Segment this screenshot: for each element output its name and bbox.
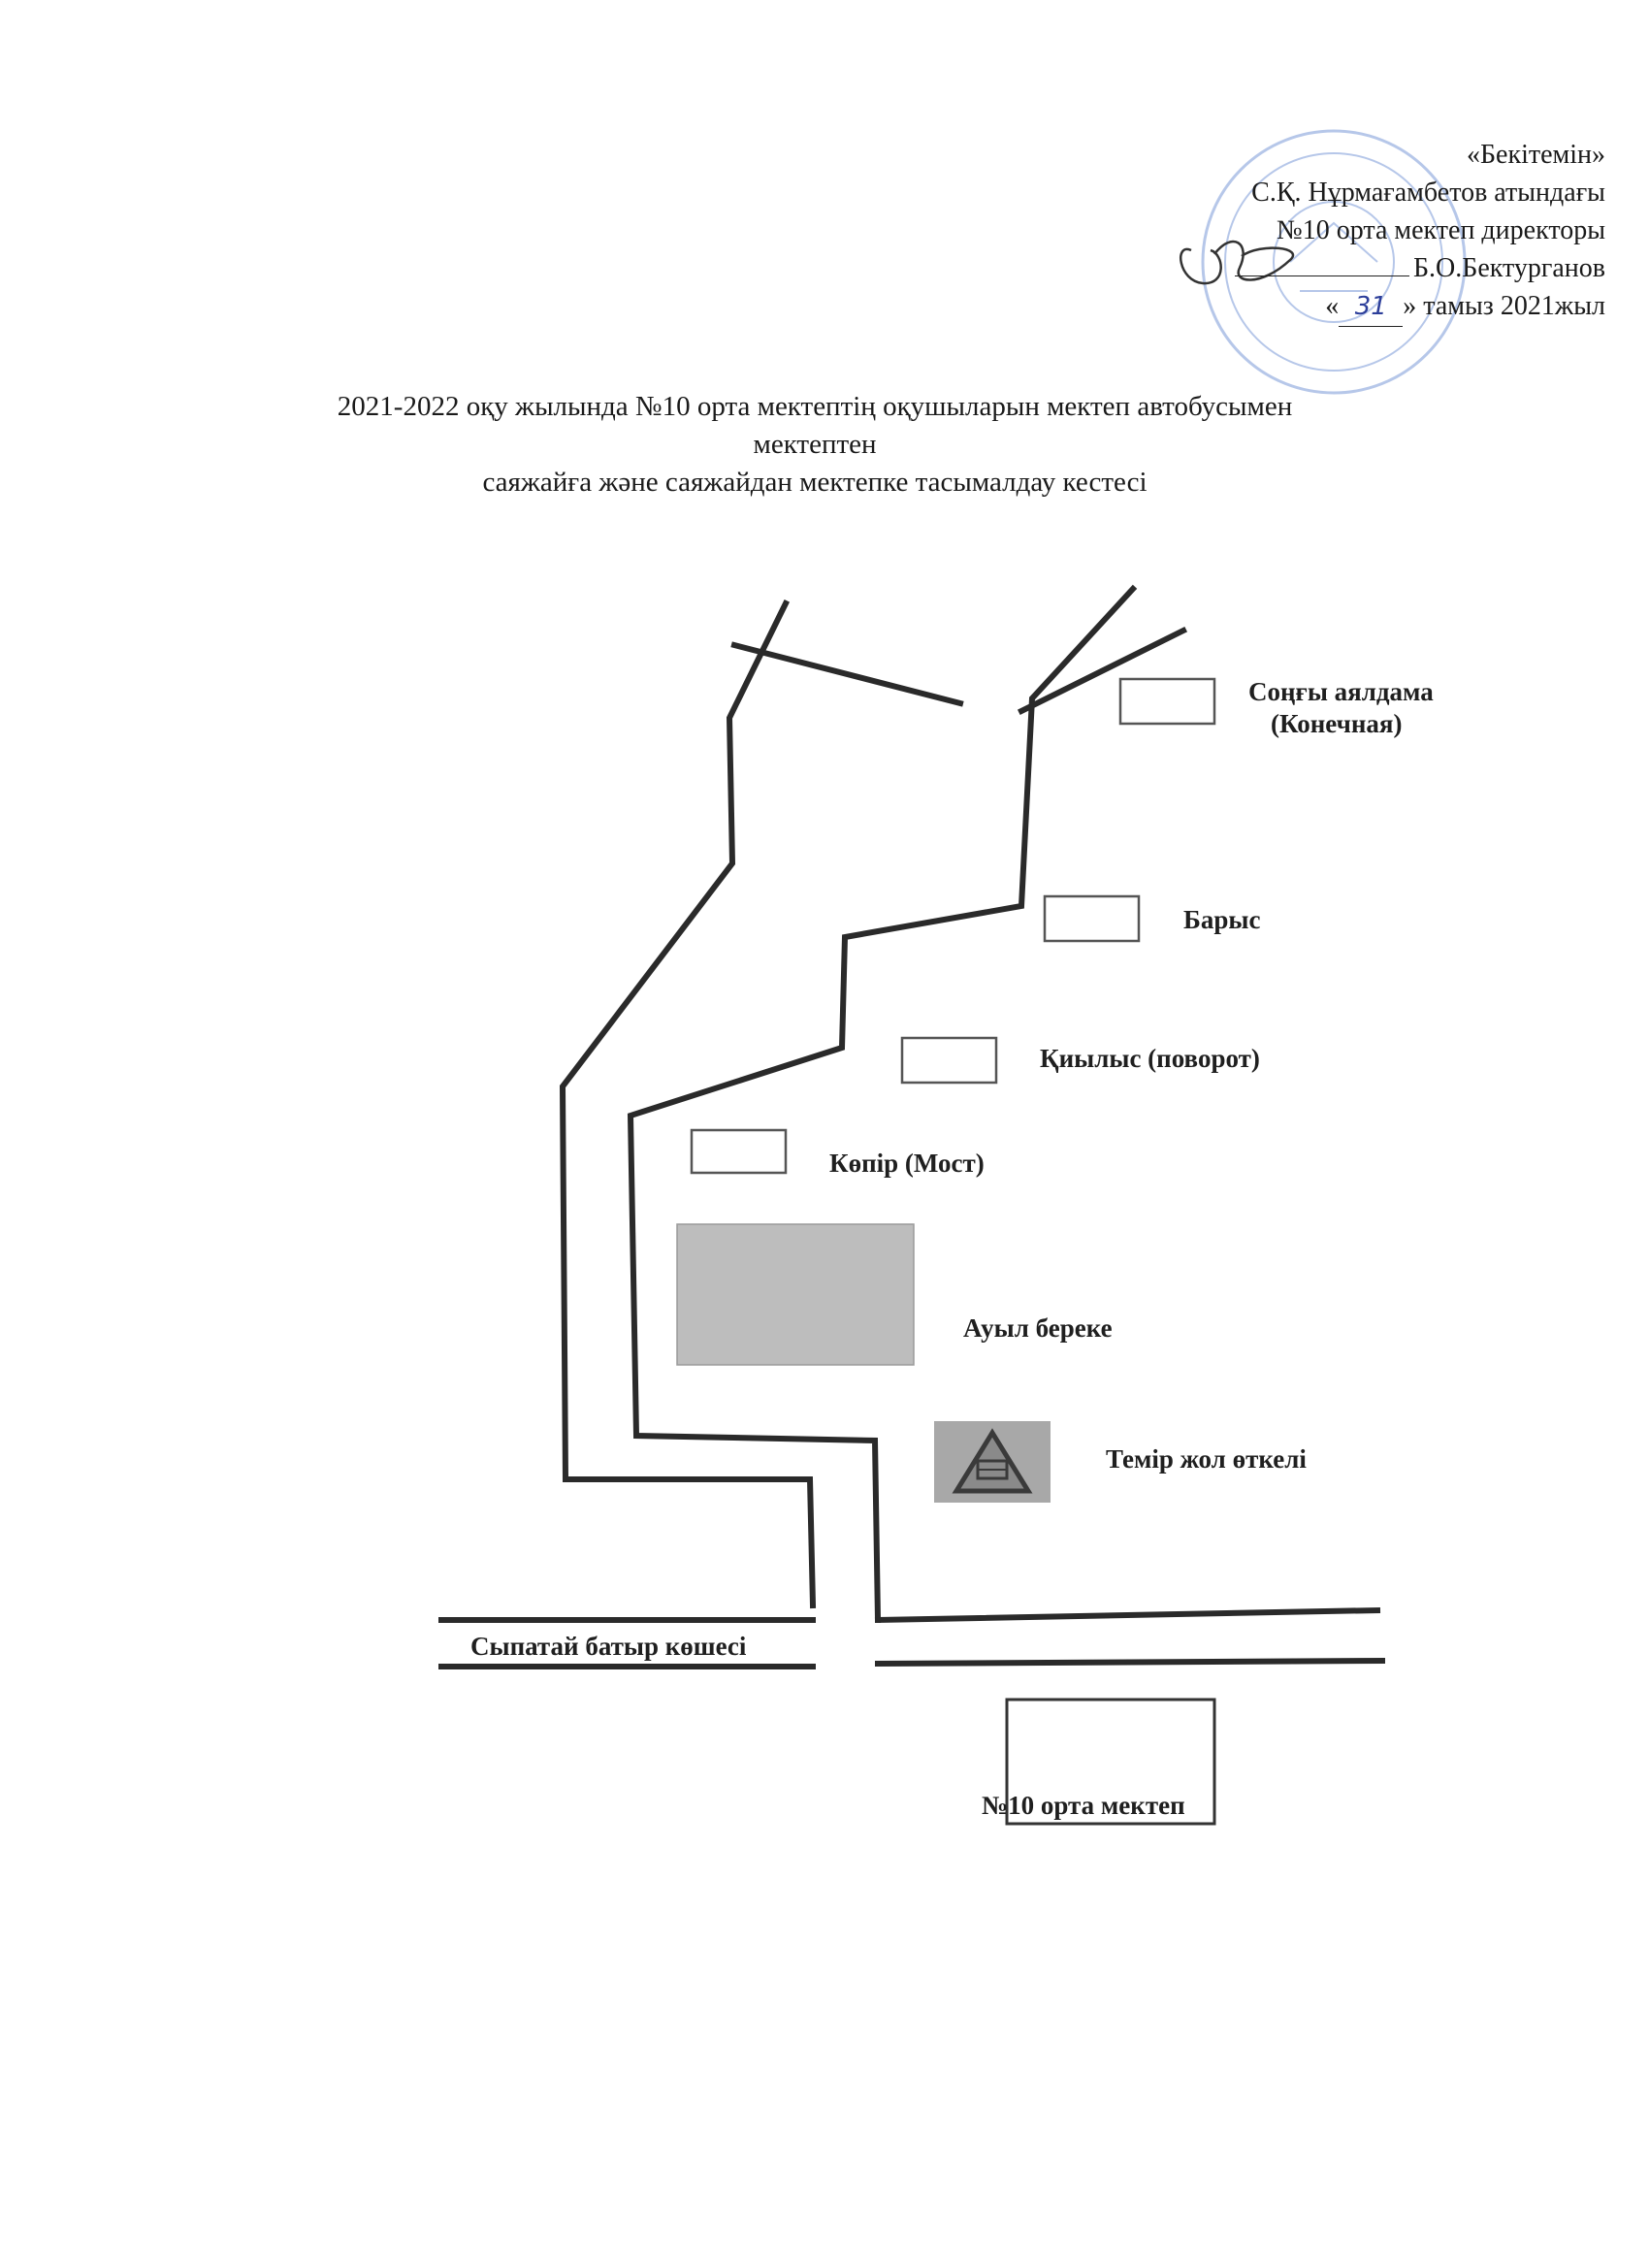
- road-branch-left: [730, 641, 964, 707]
- approval-signer-row: Б.О.Бектурганов: [926, 249, 1605, 287]
- stop-box-last: [1118, 677, 1216, 726]
- approval-date: «31» тамыз 2021жыл: [926, 287, 1605, 327]
- village-area: [676, 1223, 915, 1366]
- date-open: «: [1325, 291, 1340, 321]
- approval-line1: С.Қ. Нұрмағамбетов атындағы: [1251, 178, 1605, 208]
- label-barys: Барыс: [1183, 905, 1260, 934]
- title-line2: саяжайға және саяжайдан мектепке тасымал…: [482, 467, 1148, 498]
- approval-block: «Бекітемін» С.Қ. Нұрмағамбетов атындағы …: [926, 136, 1605, 327]
- signature: [1180, 240, 1295, 285]
- label-school: №10 орта мектеп: [982, 1791, 1185, 1820]
- label-street: Сыпатай батыр көшесі: [470, 1632, 747, 1661]
- stop-box-barys: [1043, 894, 1141, 943]
- approval-signer: Б.О.Бектурганов: [1412, 253, 1605, 283]
- label-turn: Қиылыс (поворот): [1040, 1044, 1260, 1073]
- railway-crossing-icon: [934, 1421, 1051, 1503]
- road-left-edge: [559, 599, 817, 1609]
- school-building: [1005, 1698, 1216, 1826]
- stop-box-bridge: [690, 1128, 788, 1175]
- date-rest: » тамыз 2021жыл: [1403, 291, 1605, 321]
- road-branch-right: [1017, 626, 1188, 716]
- label-last-stop: Соңғы аялдама: [1248, 677, 1434, 706]
- street-top-right: [874, 1606, 1381, 1624]
- date-day: 31: [1339, 288, 1404, 327]
- stop-box-turn: [900, 1036, 998, 1085]
- stamp-seal: [1201, 129, 1467, 395]
- label-rail-crossing: Темір жол өткелі: [1106, 1444, 1307, 1474]
- approval-heading: «Бекітемін»: [1466, 140, 1605, 170]
- label-last-stop-ru: (Конечная): [1271, 709, 1402, 738]
- label-bridge: Көпір (Мост): [829, 1149, 985, 1178]
- title-line1: 2021-2022 оқу жылында №10 орта мектептің…: [337, 391, 1293, 460]
- road-right-edge: [627, 584, 1138, 1624]
- label-village: Ауыл береке: [963, 1313, 1113, 1343]
- approval-line2: №10 орта мектеп директоры: [1277, 215, 1605, 245]
- document-title: 2021-2022 оқу жылында №10 орта мектептің…: [291, 388, 1339, 502]
- signature-line: [1234, 250, 1409, 276]
- street-bottom-right: [874, 1657, 1386, 1668]
